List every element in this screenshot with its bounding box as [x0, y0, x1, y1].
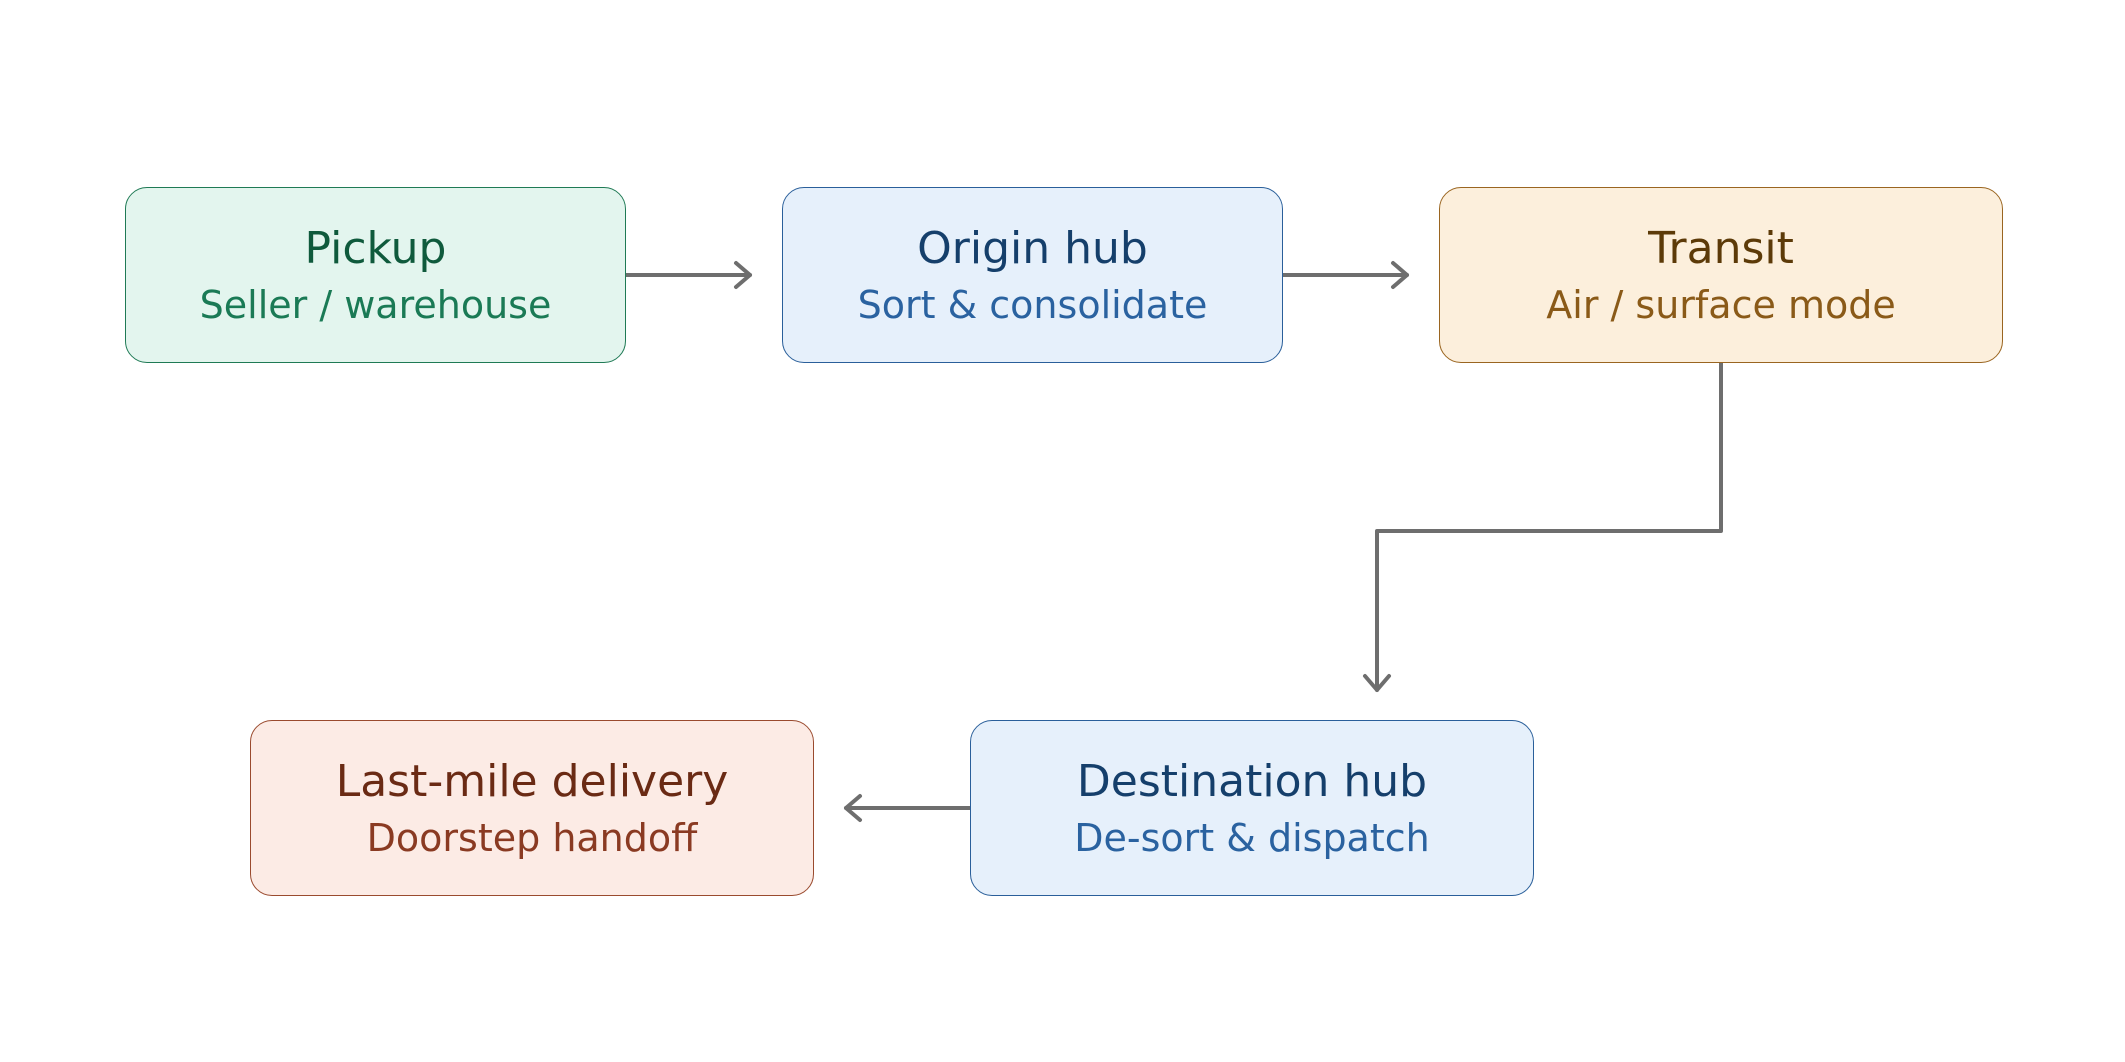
node-title: Destination hub: [1076, 756, 1428, 807]
node-transit: Transit Air / surface mode: [1439, 187, 2003, 363]
node-origin-hub: Origin hub Sort & consolidate: [782, 187, 1283, 363]
node-subtitle: Doorstep handoff: [366, 816, 698, 860]
node-destination-hub: Destination hub De-sort & dispatch: [970, 720, 1534, 896]
arrowhead-transit-to-destination-hub: [1363, 674, 1391, 692]
node-last-mile-delivery: Last-mile delivery Doorstep handoff: [250, 720, 814, 896]
node-title: Pickup: [304, 223, 447, 274]
node-subtitle: Seller / warehouse: [199, 283, 552, 327]
node-title: Origin hub: [917, 223, 1148, 274]
node-subtitle: Sort & consolidate: [857, 283, 1208, 327]
arrowhead-destination-hub-to-last-mile: [844, 794, 862, 822]
node-subtitle: De-sort & dispatch: [1074, 816, 1430, 860]
arrowhead-origin-hub-to-transit: [1391, 261, 1409, 289]
arrowhead-pickup-to-origin-hub: [734, 261, 752, 289]
node-pickup: Pickup Seller / warehouse: [125, 187, 626, 363]
node-title: Transit: [1648, 223, 1794, 274]
node-title: Last-mile delivery: [335, 756, 729, 807]
node-subtitle: Air / surface mode: [1546, 283, 1896, 327]
arrow-transit-to-destination-hub: [1375, 361, 1723, 692]
